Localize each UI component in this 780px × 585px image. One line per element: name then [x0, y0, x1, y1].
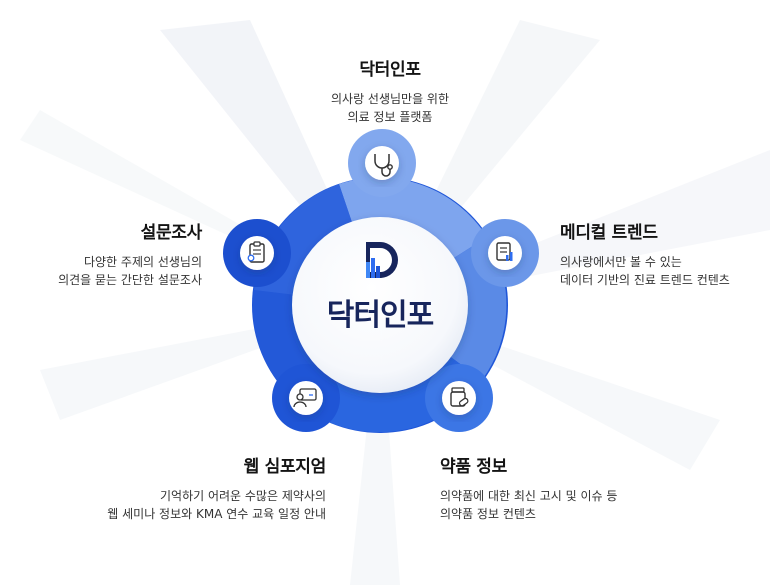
label-web-symposium: 웹 심포지엄 기억하기 어려운 수많은 제약사의 웹 세미나 정보와 KMA 연…	[40, 452, 326, 523]
label-line: 의사랑에서만 볼 수 있는	[560, 255, 682, 269]
label-line: 데이터 기반의 진료 트렌드 컨텐츠	[560, 273, 730, 287]
label-title: 메디컬 트렌드	[560, 223, 658, 243]
doctor-info-d-logo-icon	[366, 242, 398, 278]
label-title: 설문조사	[140, 223, 203, 243]
label-medical-trend: 메디컬 트렌드 의사랑에서만 볼 수 있는 데이터 기반의 진료 트렌드 컨텐츠	[560, 218, 775, 289]
label-title: 약품 정보	[440, 457, 507, 477]
label-line: 의견을 묻는 간단한 설문조사	[58, 273, 202, 287]
medicine-bottle-icon	[442, 381, 476, 415]
label-line: 의료 정보 플랫폼	[347, 110, 433, 124]
label-line: 다양한 주제의 선생님의	[83, 255, 202, 269]
center-brand-name: 닥터인포	[326, 298, 434, 333]
trend-report-icon	[488, 236, 522, 270]
label-line: 기억하기 어려운 수많은 제약사의	[159, 489, 326, 503]
center-circle	[292, 217, 468, 393]
survey-clipboard-icon	[240, 236, 274, 270]
label-line: 웹 세미나 정보와 KMA 연수 교육 일정 안내	[107, 507, 326, 521]
label-doctor-info: 닥터인포 의사랑 선생님만을 위한 의료 정보 플랫폼	[260, 55, 520, 126]
label-survey: 설문조사 다양한 주제의 선생님의 의견을 묻는 간단한 설문조사	[20, 218, 202, 289]
label-title: 닥터인포	[359, 60, 421, 80]
label-line: 의사랑 선생님만을 위한	[330, 92, 450, 106]
stethoscope-icon	[365, 146, 399, 180]
label-line: 의약품에 대한 최신 고시 및 이슈 등	[440, 489, 618, 503]
label-drug-info: 약품 정보 의약품에 대한 최신 고시 및 이슈 등 의약품 정보 컨텐츠	[440, 452, 690, 523]
web-presenter-icon	[289, 381, 323, 415]
label-title: 웹 심포지엄	[243, 457, 327, 477]
label-line: 의약품 정보 컨텐츠	[440, 507, 536, 521]
